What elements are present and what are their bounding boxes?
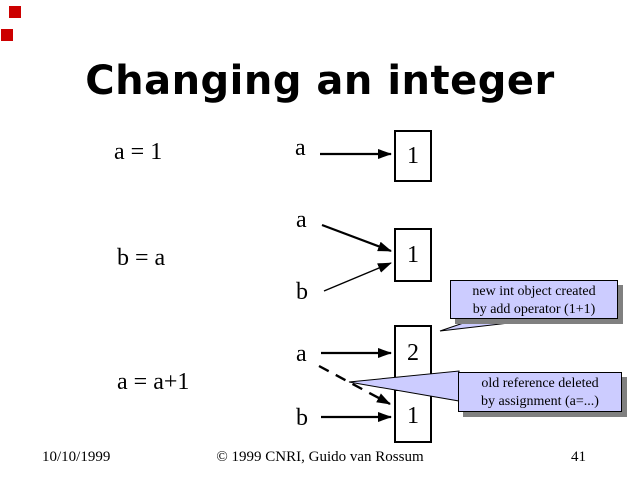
var-label-a-row1: a [295,135,306,161]
footer-copyright: © 1999 CNRI, Guido van Rossum [216,449,424,465]
footer-page-number: 41 [571,449,586,465]
var-label-b-row2: b [296,279,308,305]
red-square-decoration [9,6,21,18]
var-label-b-row3: b [296,405,308,431]
footer-date: 10/10/1999 [42,449,111,465]
var-label-a-row2: a [296,207,307,233]
arrow-b-row2 [323,262,392,292]
int-object-box-old: 1 [394,389,432,443]
callout-new-int-object: new int object created by add operator (… [450,280,618,319]
statement-b-equals-a: b = a [117,245,166,271]
callout-old-reference: old reference deleted by assignment (a=.… [458,372,622,412]
callout-tail-new-int [439,317,553,332]
statement-a-equals-a-plus-1: a = a+1 [117,369,190,395]
red-square-decoration [1,29,13,41]
callout-text-line: by add operator (1+1) [472,302,596,317]
int-object-box-row2: 1 [394,228,432,282]
statement-a-equals-1: a = 1 [114,139,163,165]
slide-title: Changing an integer [85,58,555,104]
int-object-box-row1: 1 [394,130,432,182]
var-label-a-row3: a [296,341,307,367]
dashed-arrow-old-reference [318,364,391,406]
callout-text-line: by assignment (a=...) [481,394,599,409]
int-object-box-new: 2 [394,325,432,382]
arrow-a-row2 [321,223,392,253]
callout-text-line: new int object created [472,284,596,299]
callout-text-line: old reference deleted [481,376,599,391]
